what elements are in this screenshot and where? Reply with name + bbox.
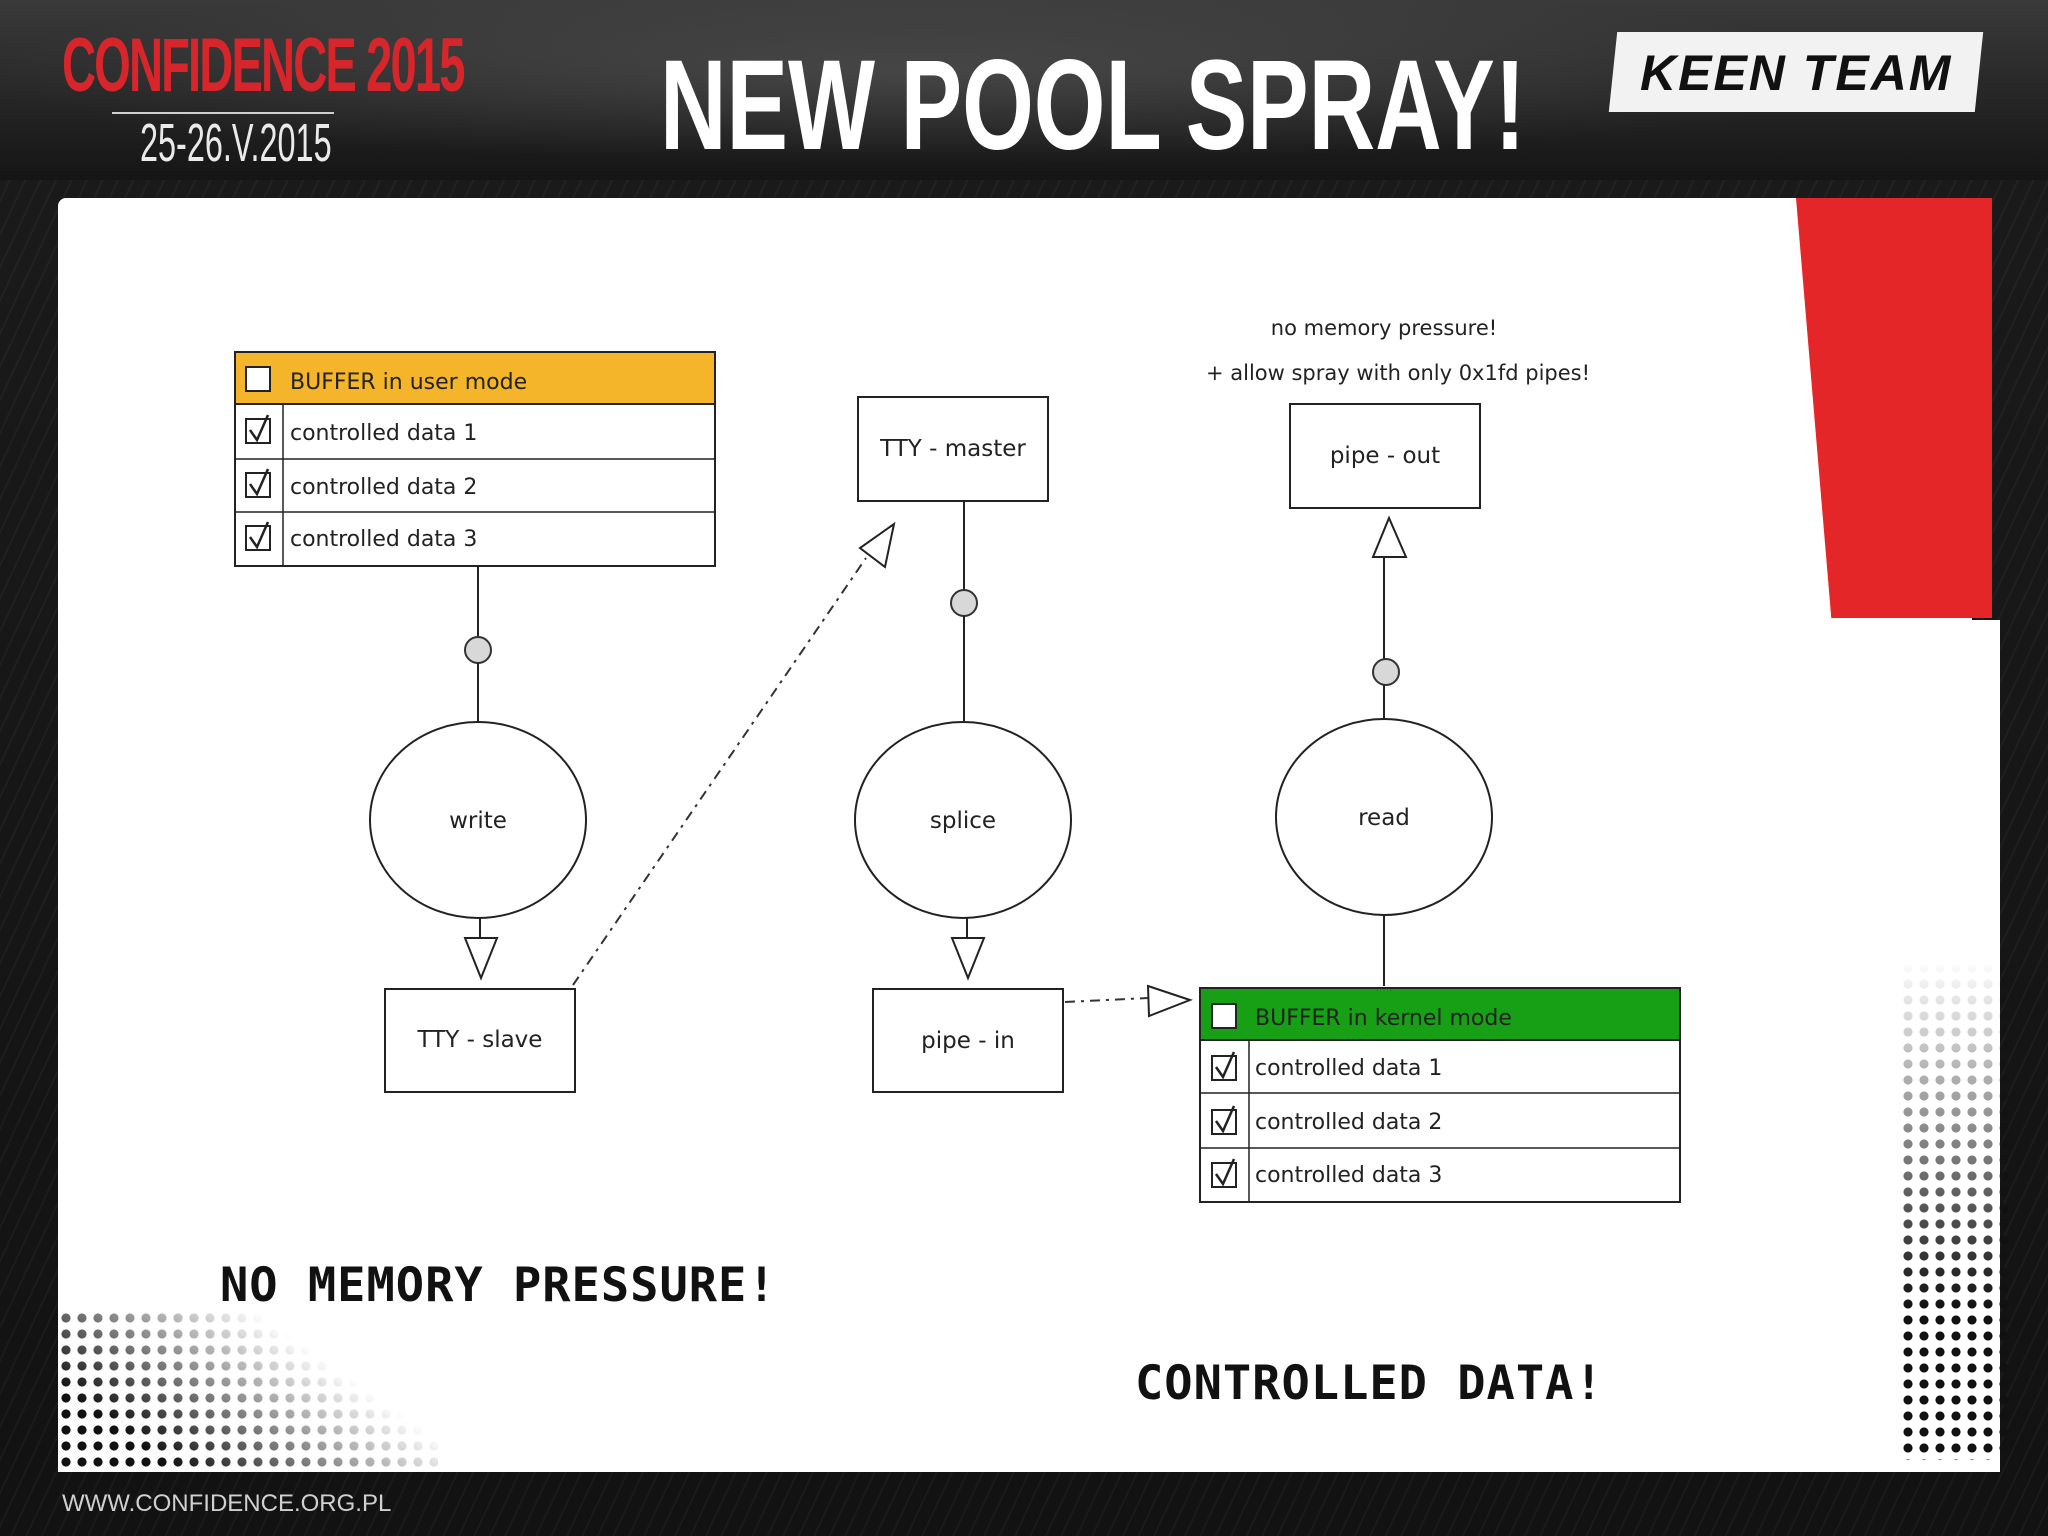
checkmark-icon: [1214, 1051, 1236, 1080]
splice-operation: [854, 721, 1072, 919]
user-buffer-header: [234, 351, 716, 405]
decorative-red-strip: [1796, 198, 1992, 618]
pipe-out-label: pipe - out: [1330, 443, 1440, 469]
splice-label: splice: [930, 808, 996, 834]
arrow-right-icon: [1146, 984, 1193, 1018]
user-buffer-row-1: controlled data 1: [290, 421, 477, 446]
checkmark-icon: [248, 468, 270, 497]
write-label: write: [449, 808, 507, 834]
tty-slave-label: TTY - slave: [417, 1027, 543, 1053]
user-buffer-row-3: controlled data 3: [290, 527, 477, 552]
user-buffer-row-2: controlled data 2: [290, 475, 477, 500]
read-flow: no memory pressure! + allow spray with o…: [1206, 316, 1590, 986]
kernel-buffer-header-label: BUFFER in kernel mode: [1255, 1006, 1512, 1031]
footer-url: WWW.CONFIDENCE.ORG.PL: [62, 1490, 392, 1517]
pipe-in-label: pipe - in: [921, 1028, 1015, 1054]
write-operation: [369, 721, 587, 919]
tty-master-label: TTY - master: [879, 436, 1026, 462]
slide-title: NEW POOL SPRAY!: [660, 34, 1526, 177]
arrow-down-icon: [950, 937, 986, 981]
kernel-buffer-row-1: controlled data 1: [1255, 1056, 1442, 1081]
tty-master-box: [857, 396, 1049, 502]
checkmark-icon: [1214, 1105, 1236, 1134]
user-buffer-table: BUFFER in user mode controlled data 1 co…: [234, 351, 716, 567]
pipe-out-box: [1289, 403, 1481, 509]
connector-dot-icon: [1372, 658, 1400, 686]
checkmark-icon: [248, 414, 270, 443]
arrow-down-icon: [463, 937, 499, 981]
checkmark-icon: [1214, 1158, 1236, 1187]
sponsor-logo: KEEN TEAM: [1640, 45, 1953, 101]
kernel-buffer-row-3: controlled data 3: [1255, 1163, 1442, 1188]
event-logo: CONFIDENCE 2015: [62, 23, 465, 108]
splice-flow: TTY - master splice pipe - in: [854, 396, 1072, 1093]
halftone-dots-left: [58, 1310, 438, 1472]
slave-to-master-link: [572, 521, 896, 986]
event-logo-divider: [112, 112, 334, 114]
callout-controlled-data: CONTROLLED DATA!: [1135, 1356, 1604, 1411]
pipe-in-box: [872, 988, 1064, 1093]
user-header-checkbox-icon: [245, 366, 271, 392]
kernel-buffer-header: [1199, 987, 1681, 1041]
kernel-buffer-row-2: controlled data 2: [1255, 1110, 1442, 1135]
kernel-header-checkbox-icon: [1211, 1003, 1237, 1029]
callout-no-memory-pressure: NO MEMORY PRESSURE!: [220, 1258, 777, 1313]
checkbox-checked-icon: [245, 525, 271, 551]
connector-dot-icon: [950, 589, 978, 617]
kernel-buffer-table: BUFFER in kernel mode controlled data 1 …: [1199, 987, 1681, 1203]
user-buffer-header-label: BUFFER in user mode: [290, 370, 527, 395]
write-flow: write TTY - slave: [369, 566, 587, 1093]
event-dates: 25-26.V.2015: [140, 113, 332, 173]
pipe-in-to-kernel-link: [1064, 984, 1193, 1018]
arrow-up-icon: [1371, 515, 1408, 558]
connector-dot-icon: [464, 636, 492, 664]
note-no-memory-pressure: no memory pressure!: [1271, 316, 1497, 340]
note-allow-spray: + allow spray with only 0x1fd pipes!: [1206, 361, 1590, 385]
arrow-up-right-icon: [858, 521, 896, 569]
tty-slave-box: [384, 988, 576, 1093]
read-label: read: [1358, 805, 1410, 831]
halftone-dots-right: [1900, 960, 2010, 1460]
checkmark-icon: [248, 521, 270, 550]
